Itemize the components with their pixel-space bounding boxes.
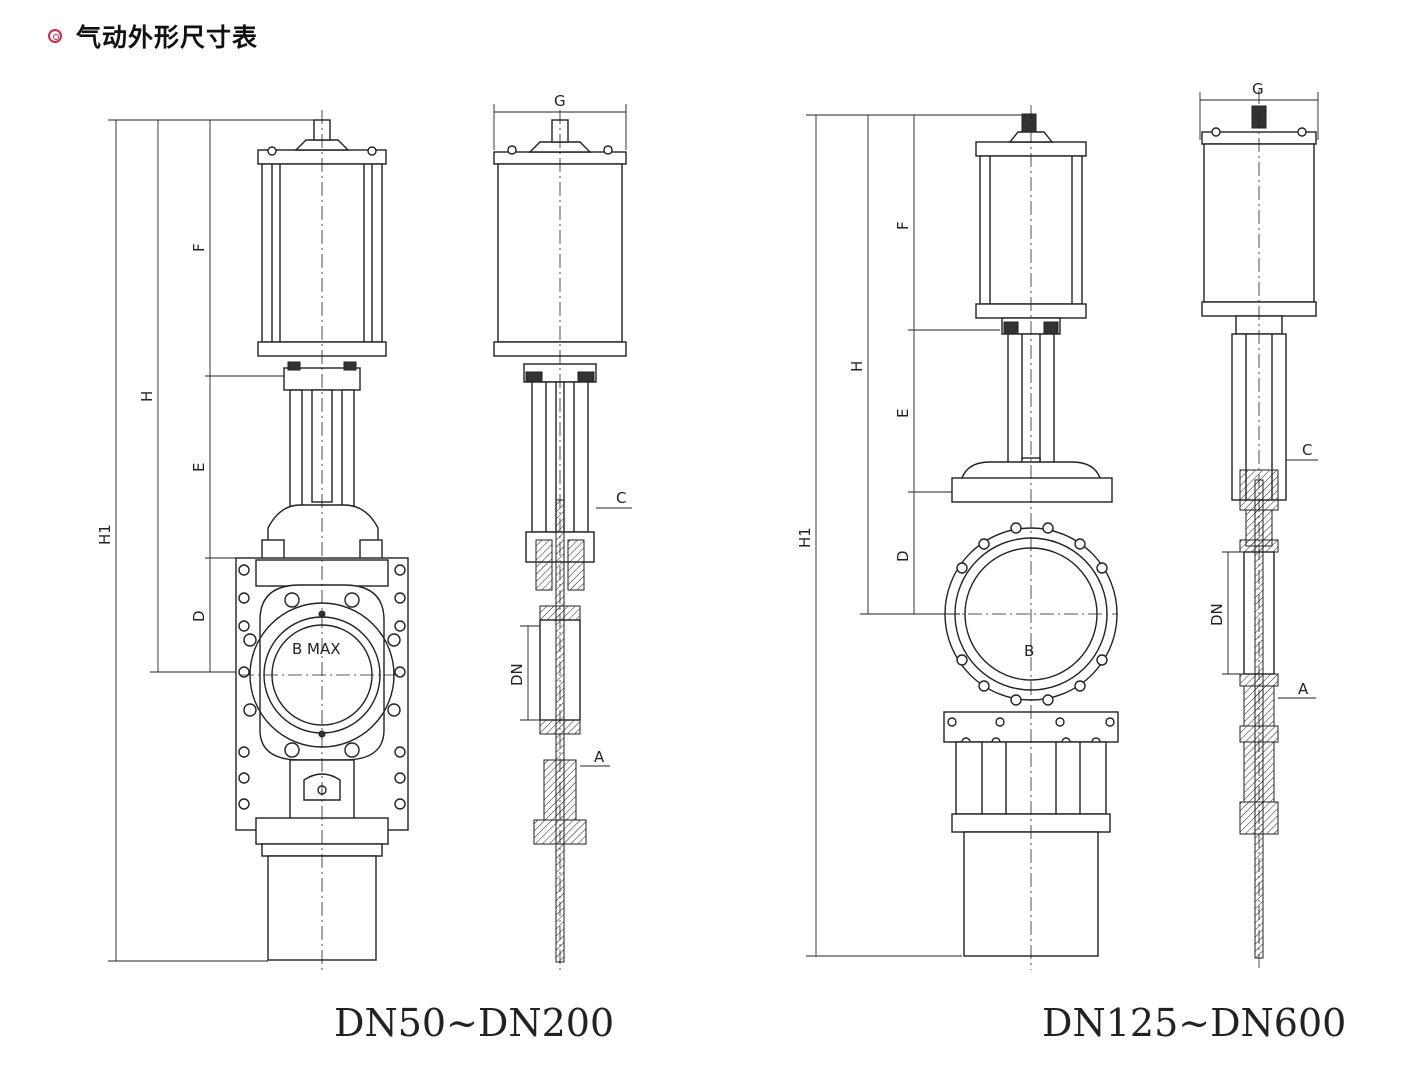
dim-e-large: E xyxy=(894,409,912,418)
side-view-small: G C DN A xyxy=(493,92,632,970)
dim-g-large: G xyxy=(1252,80,1264,98)
dim-g-small: G xyxy=(554,92,566,110)
dim-a-large: A xyxy=(1298,680,1309,698)
dim-a-small: A xyxy=(594,748,605,766)
front-view-large: H1 H F E D xyxy=(796,105,1119,970)
dim-d-large: D xyxy=(894,550,912,562)
dim-f-small: F xyxy=(190,243,208,252)
dim-dn-small: DN xyxy=(508,663,526,686)
dim-dn-large: DN xyxy=(1208,603,1226,626)
page-title: 气动外形尺寸表 xyxy=(76,23,259,52)
dim-h-small: H xyxy=(138,391,156,402)
side-view-large: G C DN A xyxy=(1199,80,1319,968)
bullet-circle-icon xyxy=(48,29,62,43)
dim-h1-large: H1 xyxy=(796,527,814,548)
label-b: B xyxy=(1024,642,1034,660)
dim-c-large: C xyxy=(1302,441,1312,459)
section-header: 气动外形尺寸表 xyxy=(48,18,258,54)
caption-dn125-dn600: DN125~DN600 xyxy=(1042,1001,1346,1045)
dim-f-large: F xyxy=(894,221,912,230)
dim-h-large: H xyxy=(848,361,866,372)
dim-d-small: D xyxy=(190,610,208,622)
front-view-small: H1 H F E D xyxy=(96,110,409,972)
label-b-max: B MAX xyxy=(292,640,341,658)
dim-h1-small: H1 xyxy=(96,524,114,545)
dim-c-small: C xyxy=(616,489,626,507)
caption-dn50-dn200: DN50~DN200 xyxy=(334,1001,614,1045)
dim-e-small: E xyxy=(190,463,208,472)
